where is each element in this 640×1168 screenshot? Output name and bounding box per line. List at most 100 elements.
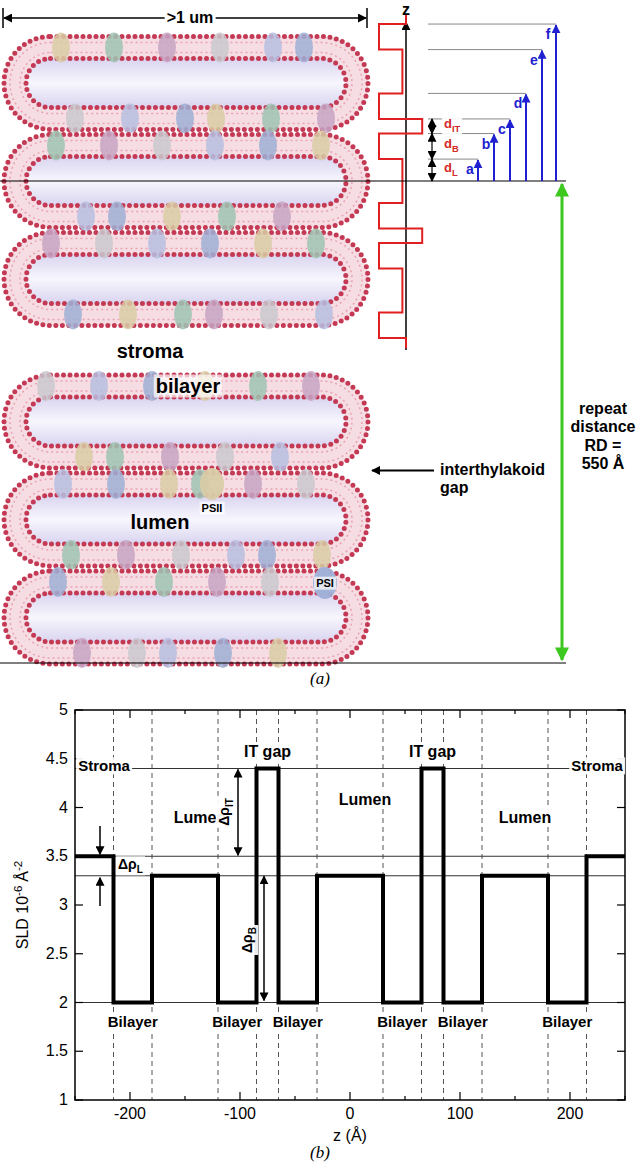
thickness-arrow bbox=[431, 134, 432, 160]
figure-label: 1 bbox=[59, 1091, 68, 1108]
label-group: c bbox=[498, 121, 506, 137]
figure-label: a bbox=[466, 161, 474, 177]
x-tick bbox=[404, 710, 405, 714]
x-tick bbox=[569, 1092, 570, 1100]
figure-label: Bilayer bbox=[438, 1013, 488, 1030]
x-tick bbox=[184, 1096, 185, 1100]
x-tick bbox=[239, 710, 240, 718]
figure-label: z bbox=[402, 1, 410, 18]
x-tick bbox=[459, 710, 460, 718]
label-group: 4 bbox=[59, 798, 68, 816]
protein bbox=[37, 371, 55, 401]
label-group: ΔρIT bbox=[216, 796, 235, 828]
figure-label: lumen bbox=[131, 511, 190, 533]
lipid-heads bbox=[26, 255, 346, 304]
label-group: 200 bbox=[557, 1105, 584, 1123]
figure-label: interthylakoid gap bbox=[440, 461, 545, 496]
x-tick bbox=[129, 710, 130, 718]
label-group: 3.5 bbox=[46, 847, 68, 865]
figure-label: (a) bbox=[310, 669, 330, 688]
x-tick bbox=[184, 710, 185, 714]
y-tick bbox=[75, 1099, 83, 1100]
label-group: interthylakoid gap bbox=[440, 461, 558, 498]
protein bbox=[153, 131, 171, 161]
label-group: f bbox=[546, 26, 551, 42]
protein bbox=[302, 371, 320, 401]
label-group: 5 bbox=[59, 701, 68, 719]
subscript-label: IT bbox=[452, 124, 460, 134]
figure-label: SLD 10 bbox=[14, 896, 31, 949]
figure-label: 100 bbox=[447, 1105, 474, 1122]
label-group: -200 bbox=[114, 1105, 146, 1123]
figure-label: d bbox=[444, 136, 452, 151]
figure-label: Bilayer bbox=[108, 1013, 158, 1030]
protein bbox=[106, 442, 124, 472]
label-group: >1 um bbox=[165, 9, 216, 27]
figure-label: f bbox=[546, 26, 551, 42]
label-group: Lumen bbox=[497, 809, 553, 827]
label-group: 100 bbox=[447, 1105, 474, 1123]
y-tick bbox=[617, 904, 625, 905]
x-tick bbox=[294, 1096, 295, 1100]
label-group: z (Å) bbox=[333, 1127, 367, 1145]
label-group: Stroma bbox=[76, 757, 132, 774]
figure-label: PSII bbox=[202, 502, 223, 514]
y-tick bbox=[75, 856, 83, 857]
plot-frame bbox=[75, 710, 625, 1100]
y-tick bbox=[617, 709, 625, 710]
delta-arrow bbox=[99, 878, 101, 906]
protein bbox=[295, 33, 313, 63]
figure-label: bilayer bbox=[156, 375, 220, 397]
level-gridline bbox=[75, 856, 625, 857]
distance-arrow bbox=[541, 51, 543, 181]
label-group: 1.5 bbox=[46, 1042, 68, 1060]
label-group: e bbox=[530, 52, 538, 68]
protein bbox=[313, 540, 331, 570]
label-group: Lumen bbox=[337, 791, 393, 809]
thickness-arrow bbox=[431, 119, 432, 134]
protein bbox=[205, 300, 223, 330]
lipid-heads bbox=[26, 593, 346, 642]
y-tick bbox=[75, 953, 83, 954]
figure-label: 2.5 bbox=[46, 945, 68, 962]
protein bbox=[216, 442, 234, 472]
protein bbox=[207, 104, 225, 134]
figure-label: b bbox=[482, 136, 491, 152]
figure-label: PSI bbox=[316, 577, 334, 589]
protein bbox=[211, 33, 229, 63]
y-tick bbox=[75, 904, 83, 905]
y-tick bbox=[617, 856, 625, 857]
protein bbox=[227, 540, 245, 570]
protein bbox=[66, 104, 84, 134]
label-group: 2 bbox=[59, 993, 68, 1011]
label-group: Bilayer bbox=[106, 1013, 160, 1030]
level-line bbox=[428, 24, 556, 25]
x-tick bbox=[294, 710, 295, 714]
lumen-space bbox=[26, 593, 346, 642]
label-group: dIT bbox=[442, 117, 462, 134]
x-tick bbox=[74, 1096, 75, 1100]
protein bbox=[108, 202, 126, 232]
label-group: PSI bbox=[314, 577, 336, 590]
figure-label: Δρ bbox=[239, 934, 255, 953]
label-group: lumen bbox=[131, 511, 190, 534]
label-group: bilayer bbox=[154, 375, 222, 398]
protein bbox=[148, 229, 166, 259]
protein bbox=[312, 131, 330, 161]
figure-label: 3.5 bbox=[46, 847, 68, 864]
figure-label: Bilayer bbox=[273, 1013, 323, 1030]
x-tick bbox=[239, 1092, 240, 1100]
distance-arrow bbox=[509, 120, 511, 181]
label-group: Bilayer bbox=[436, 1013, 490, 1030]
x-tick bbox=[404, 1096, 405, 1100]
subscript-label: B bbox=[452, 144, 459, 154]
protein bbox=[90, 371, 108, 401]
lumen-space bbox=[26, 495, 346, 544]
protein bbox=[49, 567, 67, 597]
protein bbox=[158, 33, 176, 63]
label-group: SLD 10-6Å-2 bbox=[12, 861, 33, 950]
reference-line bbox=[0, 662, 566, 663]
protein bbox=[105, 33, 123, 63]
x-tick bbox=[624, 710, 625, 714]
y-tick bbox=[617, 1099, 625, 1100]
